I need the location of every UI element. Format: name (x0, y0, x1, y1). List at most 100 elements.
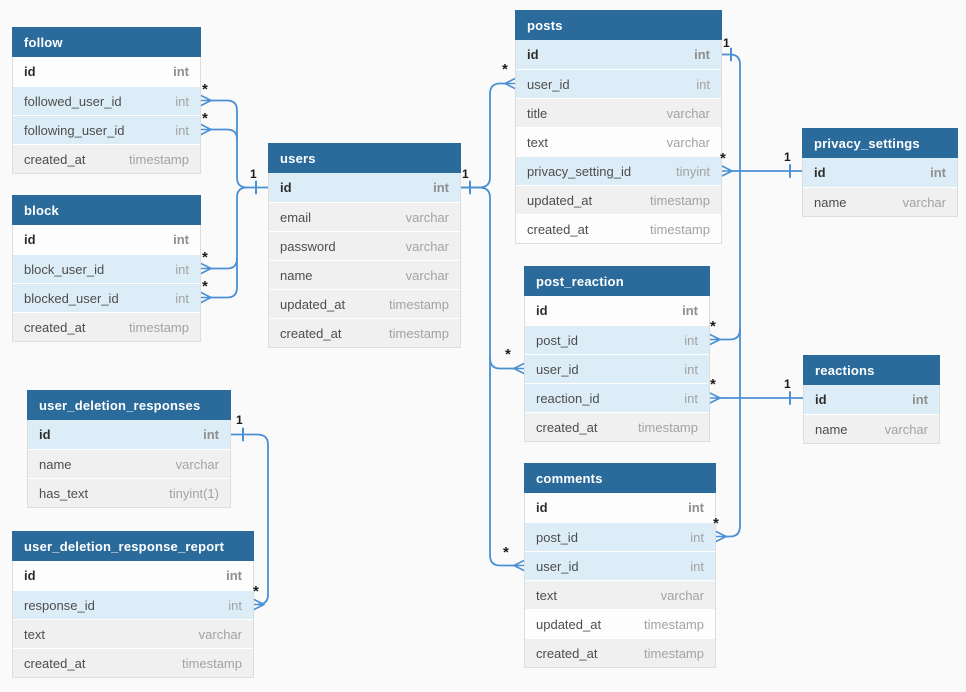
column-type: varchar (884, 421, 928, 437)
relationship-line[interactable] (489, 357, 515, 370)
table-header-posts[interactable]: posts (515, 10, 722, 40)
column-type: varchar (175, 456, 219, 472)
table-header-reactions[interactable]: reactions (803, 355, 940, 385)
relationship-line[interactable] (513, 362, 525, 375)
relationship-line[interactable] (200, 94, 212, 107)
table-header-privacy_settings[interactable]: privacy_settings (802, 128, 958, 158)
relationship-line[interactable] (721, 53, 741, 538)
column-name: privacy_setting_id (527, 163, 632, 179)
relationship-line[interactable] (200, 123, 212, 136)
relationship-line[interactable] (460, 186, 515, 567)
table-header-users[interactable]: users (268, 143, 461, 173)
column-name: updated_at (527, 192, 593, 208)
relationship-line[interactable] (210, 128, 238, 141)
relationship-line[interactable] (513, 559, 525, 572)
relationship-line[interactable] (715, 530, 727, 543)
column-name: text (536, 587, 557, 603)
relationship-line[interactable] (719, 328, 741, 341)
table-header-post_reaction[interactable]: post_reaction (524, 266, 710, 296)
column-type: int (684, 390, 698, 406)
table-header-comments[interactable]: comments (524, 463, 716, 493)
column-name: user_id (536, 558, 579, 574)
table-header-block[interactable]: block (12, 195, 201, 225)
relationship-line[interactable] (210, 257, 238, 270)
column-type: int (694, 47, 710, 62)
column-type: int (433, 180, 449, 195)
table-title: user_deletion_response_report (24, 538, 225, 554)
relationship-line[interactable] (210, 186, 248, 299)
relationship-line[interactable] (230, 433, 269, 606)
relationship-line[interactable] (200, 291, 212, 304)
relationship-line[interactable] (504, 77, 516, 90)
relationship-line[interactable] (210, 99, 269, 189)
column-type: int (684, 332, 698, 348)
table-header-user_deletion_response_report[interactable]: user_deletion_response_report (12, 531, 254, 561)
table-header-follow[interactable]: follow (12, 27, 201, 57)
relationship-line[interactable] (253, 598, 265, 611)
column-type: timestamp (644, 645, 704, 661)
relationship-line[interactable] (709, 333, 721, 346)
column-name: id (536, 303, 548, 318)
relationship-line[interactable] (721, 165, 733, 177)
relationship-line[interactable] (460, 82, 506, 189)
relationship-line[interactable] (200, 262, 212, 275)
table-header-user_deletion_responses[interactable]: user_deletion_responses (27, 390, 231, 420)
relationship-line[interactable] (709, 392, 721, 404)
